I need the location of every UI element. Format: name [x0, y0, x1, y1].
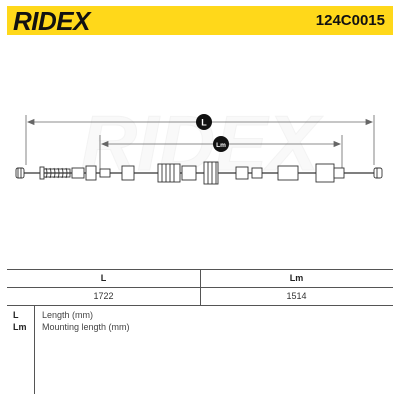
table-row-divider	[7, 287, 393, 288]
table-header-L: L	[100, 273, 107, 283]
legend-desc-Lm: Mounting length (mm)	[42, 322, 130, 332]
brand-logo: RIDEX	[13, 6, 90, 36]
watermark-logo: RIDEX	[80, 99, 323, 188]
dimension-L-label: L	[201, 118, 207, 128]
legend-divider	[34, 306, 35, 394]
legend-abbr-L: L	[13, 310, 19, 320]
dimension-L-badge	[196, 114, 212, 130]
cable-drawing: RIDEX L Lm	[0, 40, 400, 265]
table-header-Lm: Lm	[289, 273, 304, 283]
dimension-Lm-badge	[213, 136, 229, 152]
dimension-Lm-label: Lm	[216, 142, 226, 149]
legend: L Length (mm) Lm Mounting length (mm)	[7, 306, 393, 394]
table-value-L: 1722	[93, 291, 114, 301]
watermark-text: RIDEX	[81, 99, 323, 187]
part-code: 124C0015	[315, 12, 385, 29]
table-value-Lm: 1514	[286, 291, 307, 301]
legend-abbr-Lm: Lm	[13, 322, 27, 332]
header-bar: RIDEX 124C0015	[7, 6, 393, 35]
cable-diagram-svg: RIDEX L Lm	[15, 99, 383, 188]
cable	[15, 161, 383, 185]
legend-desc-L: Length (mm)	[42, 310, 94, 320]
dimensions-table: L Lm 1722 1514	[7, 269, 393, 306]
